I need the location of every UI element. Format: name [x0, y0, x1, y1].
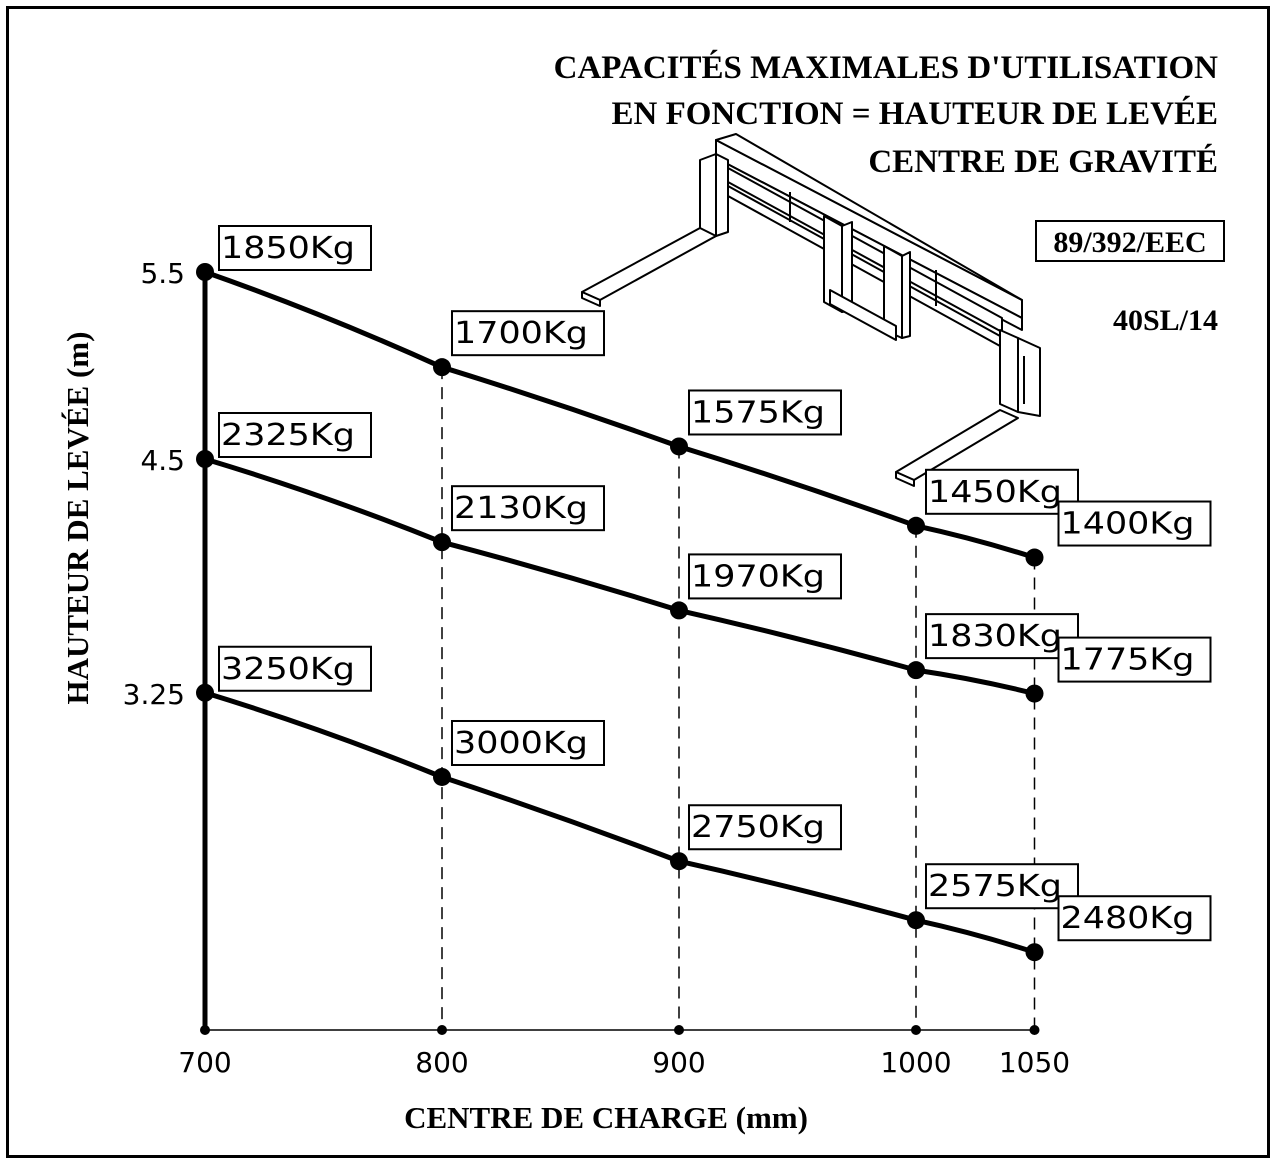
model-label: 40SL/14 — [1113, 304, 1218, 337]
data-point — [433, 533, 451, 552]
data-label-box — [1057, 500, 1212, 547]
data-point — [433, 767, 451, 786]
data-label-box — [218, 412, 372, 458]
data-label-box — [1057, 636, 1212, 683]
data-label-box — [688, 389, 842, 436]
x-tick-label: 1050 — [999, 1046, 1070, 1079]
standard-label: 89/392/EEC — [1053, 226, 1206, 259]
data-point — [196, 450, 214, 468]
data-point — [196, 683, 214, 702]
chart-frame — [6, 6, 1270, 1158]
data-label-box — [925, 613, 1079, 660]
data-label-box — [688, 804, 842, 851]
data-point — [1025, 943, 1044, 962]
data-label-box — [451, 485, 605, 532]
x-tick-label: 1000 — [880, 1046, 951, 1079]
data-label: 1700Kg — [454, 316, 588, 351]
x-axis-title: CENTRE DE CHARGE (mm) — [404, 1100, 808, 1135]
standard-label-box — [1035, 220, 1225, 262]
data-label: 2480Kg — [1061, 901, 1195, 936]
data-label: 3250Kg — [221, 652, 355, 687]
data-point — [433, 358, 451, 377]
title-line-2: EN FONCTION = HAUTEUR DE LEVÉE — [612, 95, 1218, 132]
data-label: 1775Kg — [1061, 643, 1195, 678]
series-line-5.5 — [204, 269, 1036, 560]
data-label: 2750Kg — [691, 810, 825, 845]
data-label-box — [451, 310, 605, 357]
data-point — [907, 911, 925, 930]
data-label-box — [218, 645, 372, 692]
y-axis-title: HAUTEUR DE LEVÉE (m) — [60, 332, 95, 705]
title-line-3: CENTRE DE GRAVITÉ — [868, 143, 1218, 180]
data-point — [907, 661, 925, 680]
data-label-box — [688, 553, 842, 600]
data-label: 1970Kg — [691, 559, 825, 594]
y-tick-label: 4.5 — [140, 444, 185, 477]
data-label: 1575Kg — [691, 395, 825, 430]
data-label: 1400Kg — [1061, 507, 1195, 542]
data-label-box — [451, 719, 605, 766]
axis-tick-dot — [1029, 1025, 1040, 1035]
x-tick-label: 900 — [652, 1046, 705, 1079]
data-point — [670, 437, 688, 456]
data-label: 1830Kg — [928, 619, 1062, 654]
data-label: 1450Kg — [928, 475, 1062, 510]
axis-tick-dot — [200, 1025, 210, 1035]
data-point — [907, 516, 925, 535]
data-point — [670, 601, 688, 620]
data-label: 2575Kg — [928, 869, 1062, 904]
data-label: 1850Kg — [221, 231, 355, 266]
y-tick-label: 5.5 — [140, 257, 185, 290]
data-label-box — [218, 225, 372, 271]
data-point — [670, 852, 688, 871]
data-label-box — [925, 468, 1079, 515]
data-point — [196, 263, 214, 281]
data-label: 3000Kg — [454, 726, 588, 761]
pallet-fork-carriage-icon — [581, 133, 1041, 487]
title-line-1: CAPACITÉS MAXIMALES D'UTILISATION — [554, 49, 1219, 86]
y-tick-label: 3.25 — [123, 678, 185, 711]
x-tick-label: 800 — [415, 1046, 468, 1079]
data-label-box — [1057, 895, 1212, 942]
data-label: 2130Kg — [454, 491, 588, 526]
axis-tick-dot — [674, 1025, 684, 1035]
axis-tick-dot — [437, 1025, 447, 1035]
data-label: 2325Kg — [221, 418, 355, 453]
data-point — [1025, 548, 1044, 567]
series-line-4.5 — [204, 456, 1036, 697]
axis-tick-dot — [911, 1025, 921, 1035]
series-line-3.25 — [204, 690, 1036, 955]
x-tick-label: 700 — [178, 1046, 231, 1079]
data-point — [1025, 684, 1044, 703]
data-label-box — [925, 863, 1079, 910]
